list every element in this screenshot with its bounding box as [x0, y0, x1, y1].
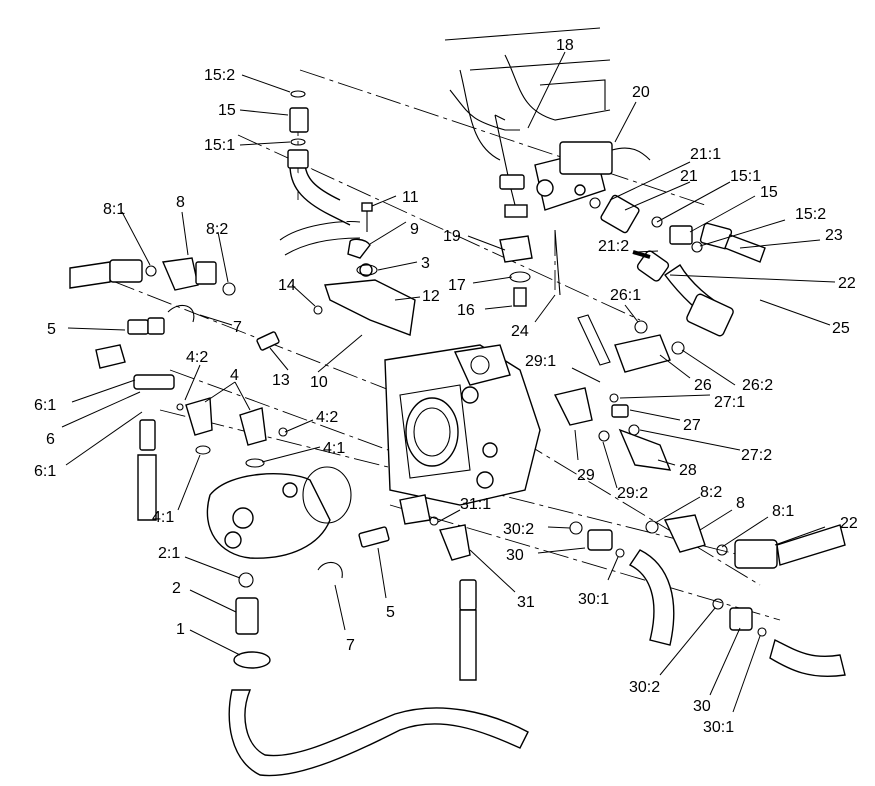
callout-9: 9 — [410, 221, 419, 238]
callout-15-2-right: 15:2 — [795, 206, 826, 223]
frame-outline — [279, 27, 611, 256]
hose-30-upper — [628, 549, 675, 646]
callout-31-1: 31:1 — [460, 496, 491, 513]
callout-4-top: 4 — [230, 367, 239, 384]
callout-5-left: 5 — [47, 321, 56, 338]
callout-14: 14 — [278, 277, 296, 294]
callout-10: 10 — [310, 374, 328, 391]
callout-23: 23 — [825, 227, 843, 244]
callout-labels: 18 20 15:2 15 15:1 21:1 21 15:1 15 15:2 … — [34, 37, 858, 736]
callout-6-1-upper: 6:1 — [34, 397, 56, 414]
callout-12: 12 — [422, 288, 440, 305]
callout-15-top: 15 — [218, 102, 236, 119]
callout-3: 3 — [421, 255, 430, 272]
callout-24: 24 — [511, 323, 529, 340]
callout-2: 2 — [172, 580, 181, 597]
callout-17: 17 — [448, 277, 466, 294]
hose-left-upper — [69, 259, 143, 289]
callout-30-2-upper: 30:2 — [503, 521, 534, 538]
callout-27-2: 27:2 — [741, 447, 772, 464]
hose-right-22 — [636, 250, 734, 337]
callout-21-1: 21:1 — [690, 146, 721, 163]
callout-7-bottom: 7 — [346, 637, 355, 654]
hose-top-left — [289, 161, 351, 226]
callout-4-2-mid: 4:2 — [316, 409, 338, 426]
callout-29-1: 29:1 — [525, 353, 556, 370]
callout-19: 19 — [443, 228, 461, 245]
callout-30-1-lower: 30:1 — [703, 719, 734, 736]
callout-25: 25 — [832, 320, 850, 337]
callout-4-1-left: 4:1 — [152, 509, 174, 526]
callout-27-1: 27:1 — [714, 394, 745, 411]
callout-2-1: 2:1 — [158, 545, 180, 562]
callout-22-top: 22 — [838, 275, 856, 292]
hose-31 — [459, 579, 477, 681]
callout-5-bottom: 5 — [386, 604, 395, 621]
valve-block — [499, 141, 651, 211]
pump-body — [384, 344, 541, 506]
callout-13: 13 — [272, 372, 290, 389]
callout-29-2: 29:2 — [617, 485, 648, 502]
callout-7-left: 7 — [233, 319, 242, 336]
callout-15-1-top: 15:1 — [204, 137, 235, 154]
callout-4-1-mid: 4:1 — [323, 440, 345, 457]
callout-30-upper: 30 — [506, 547, 524, 564]
callout-20: 20 — [632, 84, 650, 101]
hose-right-23 — [699, 222, 766, 263]
callout-8-left: 8 — [176, 194, 185, 211]
callout-15-2-top: 15:2 — [204, 67, 235, 84]
hose-right-lower-22 — [734, 524, 846, 569]
callout-16: 16 — [457, 302, 475, 319]
callout-8-right: 8 — [736, 495, 745, 512]
callout-21-2: 21:2 — [598, 238, 629, 255]
callout-26-2: 26:2 — [742, 377, 773, 394]
callout-21: 21 — [680, 168, 698, 185]
hose-30-lower — [769, 638, 846, 678]
callout-11: 11 — [402, 189, 419, 206]
callout-31: 31 — [517, 594, 535, 611]
callout-6-1-lower: 6:1 — [34, 463, 56, 480]
callout-6: 6 — [46, 431, 55, 448]
callout-30-lower: 30 — [693, 698, 711, 715]
callout-8-2-right: 8:2 — [700, 484, 722, 501]
callout-4-2-left: 4:2 — [186, 349, 208, 366]
callout-22-right: 22 — [840, 515, 858, 532]
callout-15-right: 15 — [760, 184, 778, 201]
callout-8-2-left: 8:2 — [206, 221, 228, 238]
leader-lines — [61, 51, 836, 713]
hose-left-lower — [137, 419, 157, 521]
callout-8-1-right: 8:1 — [772, 503, 794, 520]
callout-30-1-upper: 30:1 — [578, 591, 609, 608]
callout-27: 27 — [683, 417, 701, 434]
callout-30-2-lower: 30:2 — [629, 679, 660, 696]
callout-18: 18 — [556, 37, 574, 54]
callout-8-1-left: 8:1 — [103, 201, 125, 218]
callout-15-1-right: 15:1 — [730, 168, 761, 185]
hose-1-suction — [228, 689, 529, 777]
fittings — [95, 90, 767, 669]
callout-26-1: 26:1 — [610, 287, 641, 304]
callout-29: 29 — [577, 467, 595, 484]
callout-1: 1 — [176, 621, 185, 638]
charge-pump — [206, 466, 352, 559]
callout-28: 28 — [679, 462, 697, 479]
callout-26: 26 — [694, 377, 712, 394]
bracket-12 — [324, 238, 416, 336]
